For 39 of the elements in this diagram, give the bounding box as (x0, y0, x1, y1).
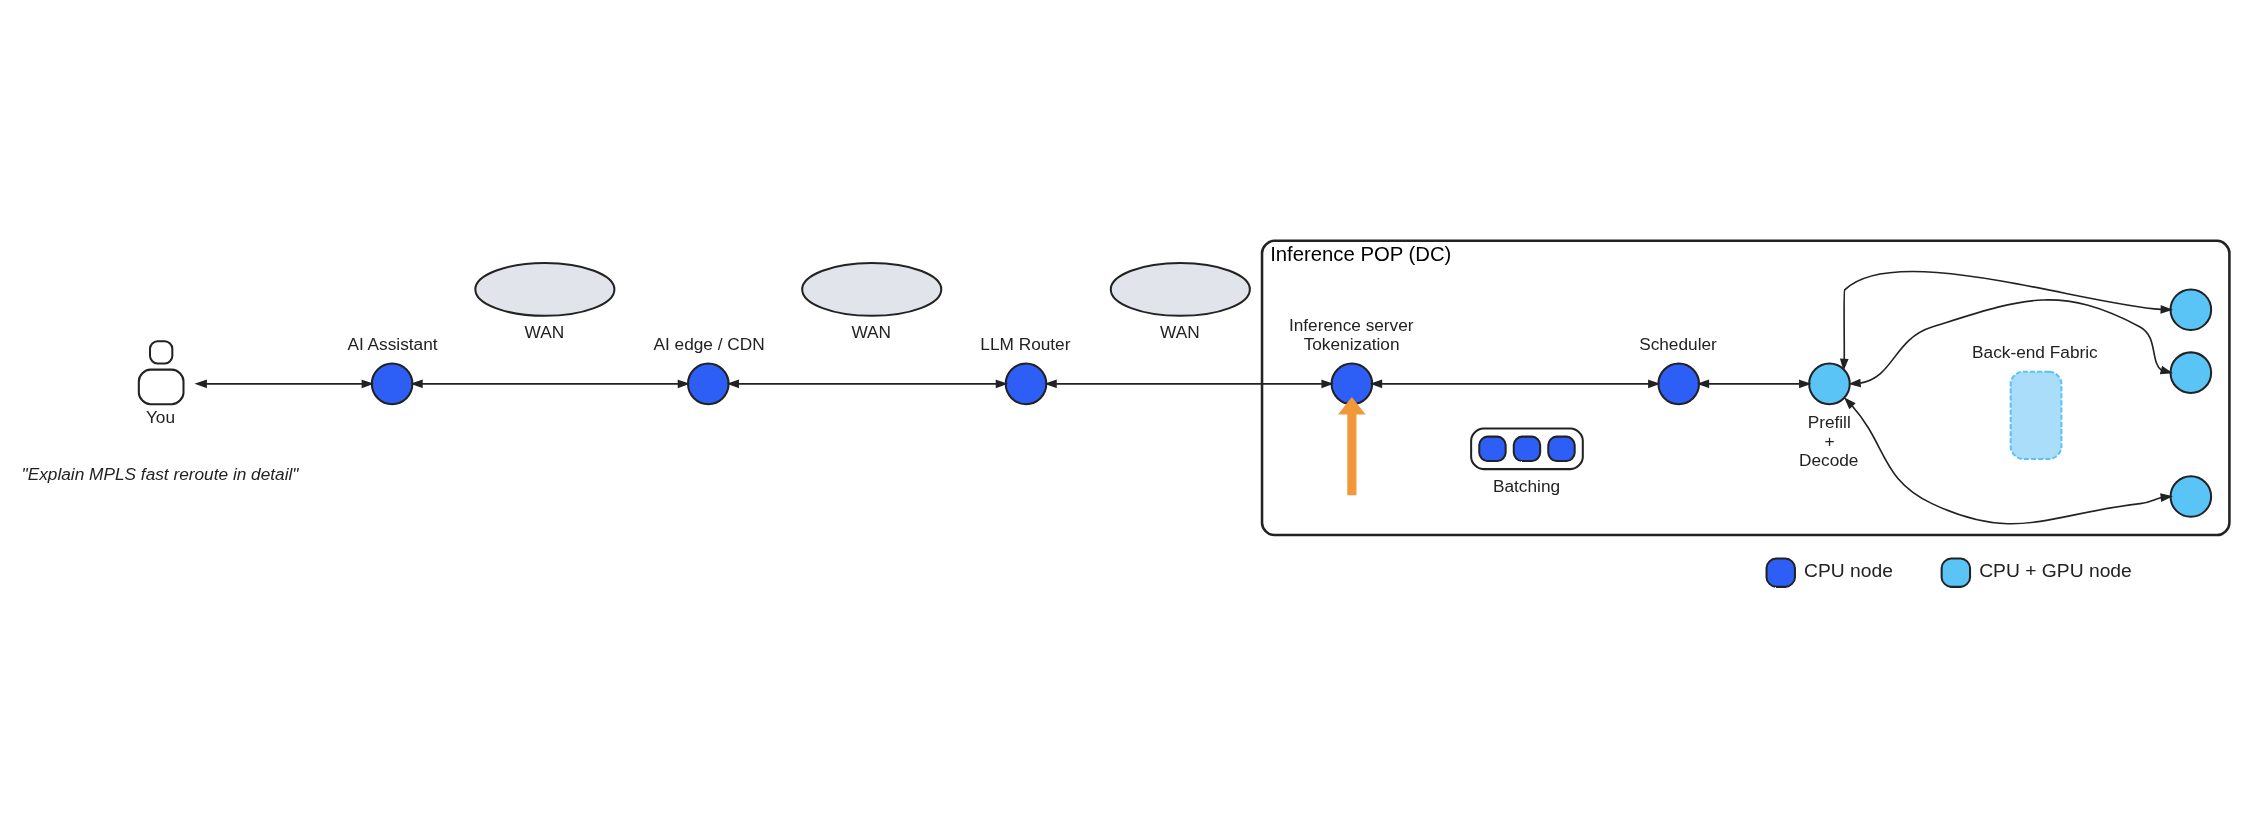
node-circle (1004, 362, 1048, 405)
arrow (1044, 379, 1334, 388)
node-box (2009, 370, 2063, 460)
node-label: You (145, 406, 176, 427)
node-label: Prefill + Decode (1799, 411, 1859, 470)
node-label: LLM Router (980, 333, 1071, 354)
arrow (726, 379, 1009, 388)
node-ellipse (801, 261, 943, 317)
node-label: Back-end Fabric (1972, 341, 2098, 362)
node-label: Inference server Tokenization (1288, 314, 1414, 354)
node-label: WAN (851, 321, 892, 342)
legend-label: CPU node (1804, 559, 1893, 581)
node-circle (2169, 474, 2213, 518)
arrow (1338, 396, 1366, 495)
node-box (1470, 427, 1584, 470)
node-circle (1330, 362, 1374, 405)
node-label: AI Assistant (347, 333, 438, 354)
node-label: "Explain MPLS fast reroute in detail" (21, 463, 299, 484)
arrow (410, 379, 691, 388)
node-circle (2169, 350, 2213, 394)
arrow (194, 379, 375, 388)
node-circle (1808, 362, 1851, 405)
node-circle (2169, 287, 2213, 331)
arrow (1839, 270, 2173, 371)
arrow (1844, 396, 2173, 524)
node-label: WAN (1160, 321, 1200, 342)
arrow (1696, 379, 1812, 388)
node-circle (1657, 362, 1701, 405)
node-label: Batching (1492, 475, 1561, 496)
node-circle (370, 362, 414, 405)
node-ellipse (1109, 261, 1251, 317)
node-label: Scheduler (1639, 333, 1717, 354)
arrow (1848, 298, 2173, 387)
node-ellipse (474, 261, 616, 317)
node-label: WAN (524, 321, 565, 342)
node-label: AI edge / CDN (653, 333, 765, 354)
node-circle (687, 362, 730, 405)
legend-label: CPU + GPU node (1979, 559, 2132, 581)
arrow (1369, 379, 1661, 388)
